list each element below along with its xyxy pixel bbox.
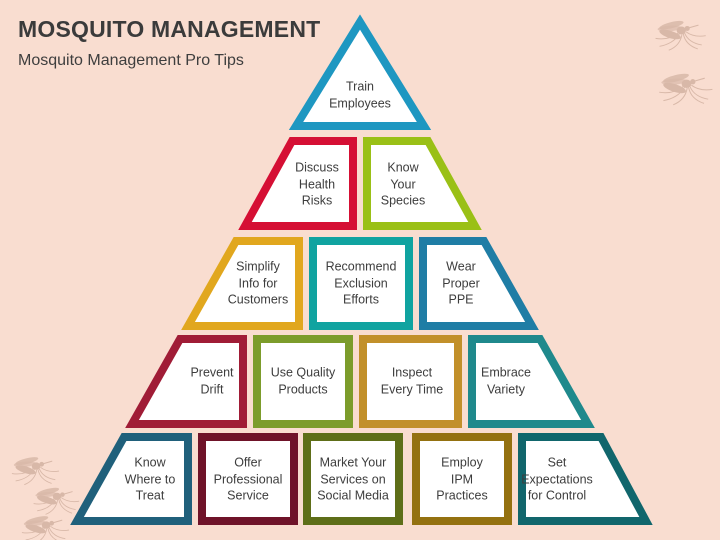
segment-label-know-your-species: Know Your Species: [380, 160, 426, 208]
segment-label-employ-ipm: Employ IPM Practices: [436, 455, 488, 503]
mosquito-icon: [33, 485, 80, 515]
mosquito-icon: [655, 18, 707, 51]
segment-label-wear-ppe: Wear Proper PPE: [442, 259, 480, 307]
pyramid-segment-market-services: [303, 433, 403, 525]
mosquito-icon: [658, 71, 713, 106]
segment-label-simplify-info: Simplify Info for Customers: [227, 259, 289, 307]
mosquito-icon: [21, 514, 70, 540]
pyramid-segment-know-your-species: [363, 137, 482, 230]
segment-label-offer-professional: Offer Professional Service: [213, 455, 283, 503]
segment-label-inspect-every-time: Inspect Every Time: [380, 365, 444, 397]
segment-label-embrace-variety: Embrace Variety: [480, 365, 532, 397]
pyramid-segment-wear-ppe: [419, 237, 539, 330]
segment-label-prevent-drift: Prevent Drift: [190, 365, 234, 397]
segment-label-discuss-health-risks: Discuss Health Risks: [295, 160, 339, 208]
segment-label-recommend-exclusion: Recommend Exclusion Efforts: [325, 259, 397, 307]
pyramid-segment-offer-professional-service: [198, 433, 298, 525]
page-title: MOSQUITO MANAGEMENT: [18, 16, 321, 42]
segment-label-set-expectations: Set Expectations for Control: [521, 455, 593, 503]
header: MOSQUITO MANAGEMENT Mosquito Management …: [18, 16, 320, 70]
segment-label-use-quality-products: Use Quality Products: [270, 365, 336, 397]
pyramid-segment-recommend-exclusion: [309, 237, 413, 330]
pyramid-segment-use-quality-products: [253, 335, 353, 428]
segment-label-train-employees: Train Employees: [329, 79, 391, 111]
pyramid-segment-simplify-info: [181, 237, 303, 330]
pyramid-segment-set-expectations: [518, 433, 653, 525]
segment-label-know-where-to-treat: Know Where to Treat: [124, 455, 176, 503]
pyramid-segment-employ-ipm: [412, 433, 512, 525]
mosquito-icon: [11, 455, 60, 486]
page-subtitle: Mosquito Management Pro Tips: [18, 52, 244, 69]
pyramid-segment-know-where-to-treat: [70, 433, 192, 525]
pyramid-segment-discuss-health-risks: [238, 137, 357, 230]
pyramid-segment-prevent-drift: [125, 335, 247, 428]
pyramid-segment-embrace-variety: [468, 335, 595, 428]
pyramid-segment-inspect-every-time: [359, 335, 462, 428]
pyramid-segment-train-employees: [288, 14, 432, 130]
segment-label-market-services: Market Your Services on Social Media: [317, 455, 389, 503]
